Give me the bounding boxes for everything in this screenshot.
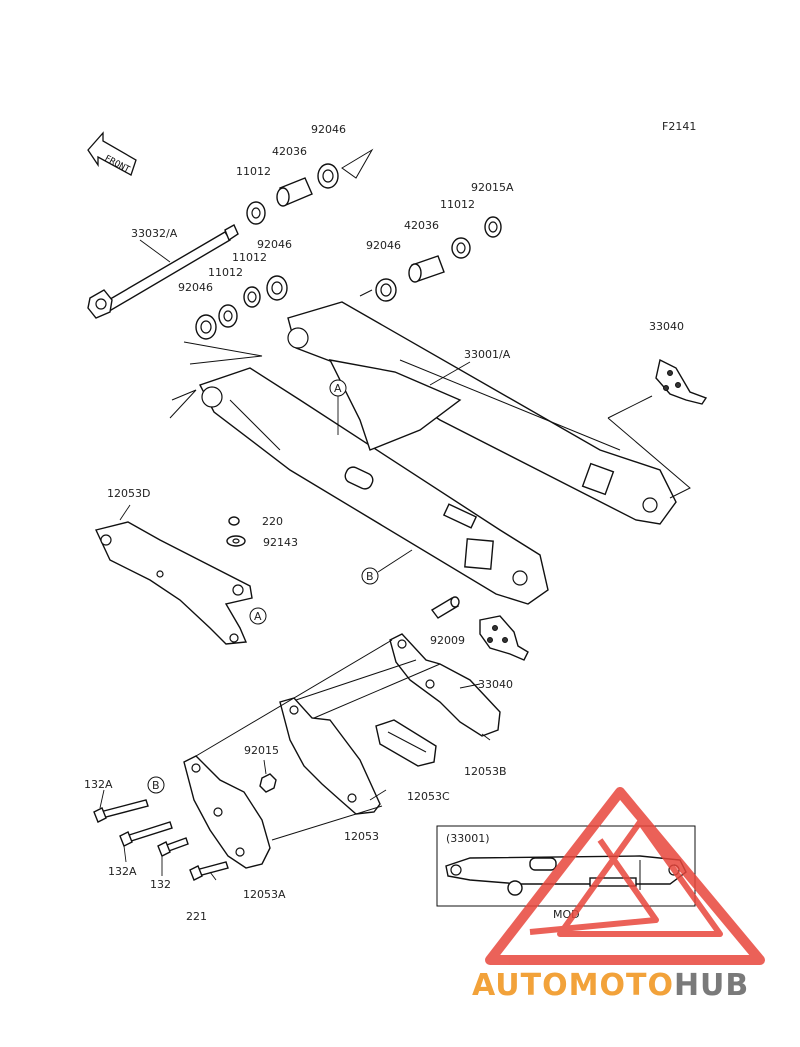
watermark-text-part2: HUB — [674, 968, 749, 1003]
watermark-text-part1: AUTOMOTO — [472, 968, 674, 1003]
bearing-group-right — [375, 216, 502, 302]
part-label: 12053D — [107, 487, 150, 500]
front-guide-right — [359, 289, 373, 297]
part-labels: 92046 42036 11012 92015A 11012 42036 920… — [84, 123, 684, 923]
bearing-group-left — [183, 275, 288, 365]
leader-33001A — [429, 361, 471, 386]
part-label: 33001/A — [464, 348, 511, 361]
bearing-group-top — [246, 148, 374, 225]
part-label: 92046 — [257, 238, 292, 251]
swingarm — [199, 301, 677, 605]
plate-12053A — [183, 755, 271, 869]
part-label: 132A — [108, 865, 137, 878]
front-arrow-icon: FRONT — [87, 131, 137, 176]
inset-title: (33001) — [446, 832, 490, 845]
watermark-triangle-icon — [485, 787, 765, 965]
bolts — [93, 799, 229, 881]
part-label: 92046 — [178, 281, 213, 294]
leader-lines — [99, 683, 491, 881]
chain-adjuster-mid — [479, 615, 529, 661]
chain-adjuster-top — [607, 358, 708, 499]
part-label: 12053A — [243, 888, 286, 901]
front-guide-left — [169, 389, 197, 419]
inset-box: (33001) MOD — [436, 825, 696, 921]
marker-a-guide — [249, 607, 267, 625]
part-label: 11012 — [236, 165, 271, 178]
part-label: 12053 — [344, 830, 379, 843]
chain-guide-12053D — [95, 521, 253, 645]
part-label: 220 — [262, 515, 283, 528]
part-label: 11012 — [208, 266, 243, 279]
nut-92015 — [259, 773, 277, 793]
leader-33032A — [139, 239, 171, 263]
part-label: 92015 — [244, 744, 279, 757]
part-label: 221 — [186, 910, 207, 923]
diagram-code: F2141 — [662, 120, 696, 133]
part-label: 132A — [84, 778, 113, 791]
watermark-logo — [485, 787, 765, 965]
marker-a-swingarm-label: A — [334, 382, 342, 395]
watermark-text: AUTOMOTOHUB — [472, 968, 749, 1003]
part-label: 12053B — [464, 765, 507, 778]
part-label: 33040 — [478, 678, 513, 691]
marker-b-plates — [147, 776, 165, 794]
part-label: 92009 — [430, 634, 465, 647]
plate-12053B — [389, 633, 501, 737]
stud-92009 — [430, 596, 460, 619]
part-label: 12053C — [407, 790, 450, 803]
part-label: 11012 — [232, 251, 267, 264]
part-label: 92046 — [311, 123, 346, 136]
marker-a-guide-label: A — [254, 610, 262, 623]
swingarm-axle — [87, 224, 239, 319]
part-label: 132 — [150, 878, 171, 891]
marker-b-plates-label: B — [152, 779, 160, 792]
marker-b-swingarm — [361, 567, 379, 585]
part-label: 42036 — [404, 219, 439, 232]
part-label: 42036 — [272, 145, 307, 158]
part-label: 33032/A — [131, 227, 178, 240]
plate-12053C — [375, 719, 437, 767]
plate-guides — [195, 639, 441, 841]
part-label: 11012 — [440, 198, 475, 211]
part-label: 92015A — [471, 181, 514, 194]
screw-220 — [228, 516, 240, 526]
part-label: 33040 — [649, 320, 684, 333]
part-label: 92143 — [263, 536, 298, 549]
plate-12053 — [279, 697, 381, 815]
marker-b-swingarm-label: B — [366, 570, 374, 583]
part-label: 92046 — [366, 239, 401, 252]
